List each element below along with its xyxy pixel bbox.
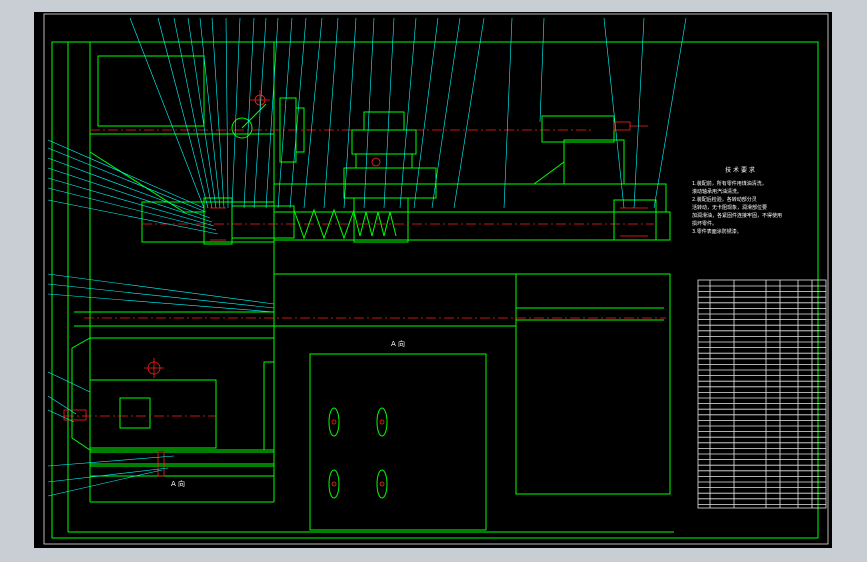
leader-lines-left: [47, 139, 275, 497]
requirement-line: 3.零件表面涂防锈漆。: [692, 228, 742, 235]
technical-requirements: 技 术 要 求 1.装配前，所有零件用煤油清洗， 滚动轴承用汽油清洗。 2.装配…: [692, 166, 782, 235]
headstock: [89, 41, 305, 213]
view-label-a: A 向: [391, 339, 405, 348]
leader-lines-top: [129, 17, 687, 209]
view-label-a-bottom: A 向: [171, 479, 185, 488]
drawing-border-outer: [43, 13, 829, 545]
motor-base: [89, 451, 275, 477]
t-slot-pair-lower: [328, 469, 388, 499]
requirement-line: 损坏零件。: [692, 220, 717, 227]
requirements-title: 技 术 要 求: [725, 166, 755, 174]
a-view-panel: A 向: [309, 339, 487, 531]
requirement-line: 滚动轴承用汽油清洗。: [692, 188, 742, 195]
carriage-base: [273, 273, 671, 495]
handwheel-icon: [231, 117, 253, 139]
parts-list-table: [697, 279, 827, 509]
requirement-line: 2.装配后检验，各转动部分灵: [692, 196, 757, 203]
tailstock: [533, 115, 648, 185]
requirement-line: 加润滑油，各紧固件连接牢固，不得使用: [692, 212, 782, 219]
requirement-line: 1.装配前，所有零件用煤油清洗，: [692, 180, 767, 187]
lead-screw: [142, 197, 657, 245]
tool-post: [343, 111, 437, 243]
requirement-line: 活转动，无卡阻现象，润滑部位要: [692, 204, 767, 211]
motor: [63, 337, 275, 451]
drawing-viewport[interactable]: A 向 A 向: [34, 12, 832, 548]
lathe-bed: [141, 183, 671, 243]
t-slot-pair-upper: [328, 407, 388, 437]
